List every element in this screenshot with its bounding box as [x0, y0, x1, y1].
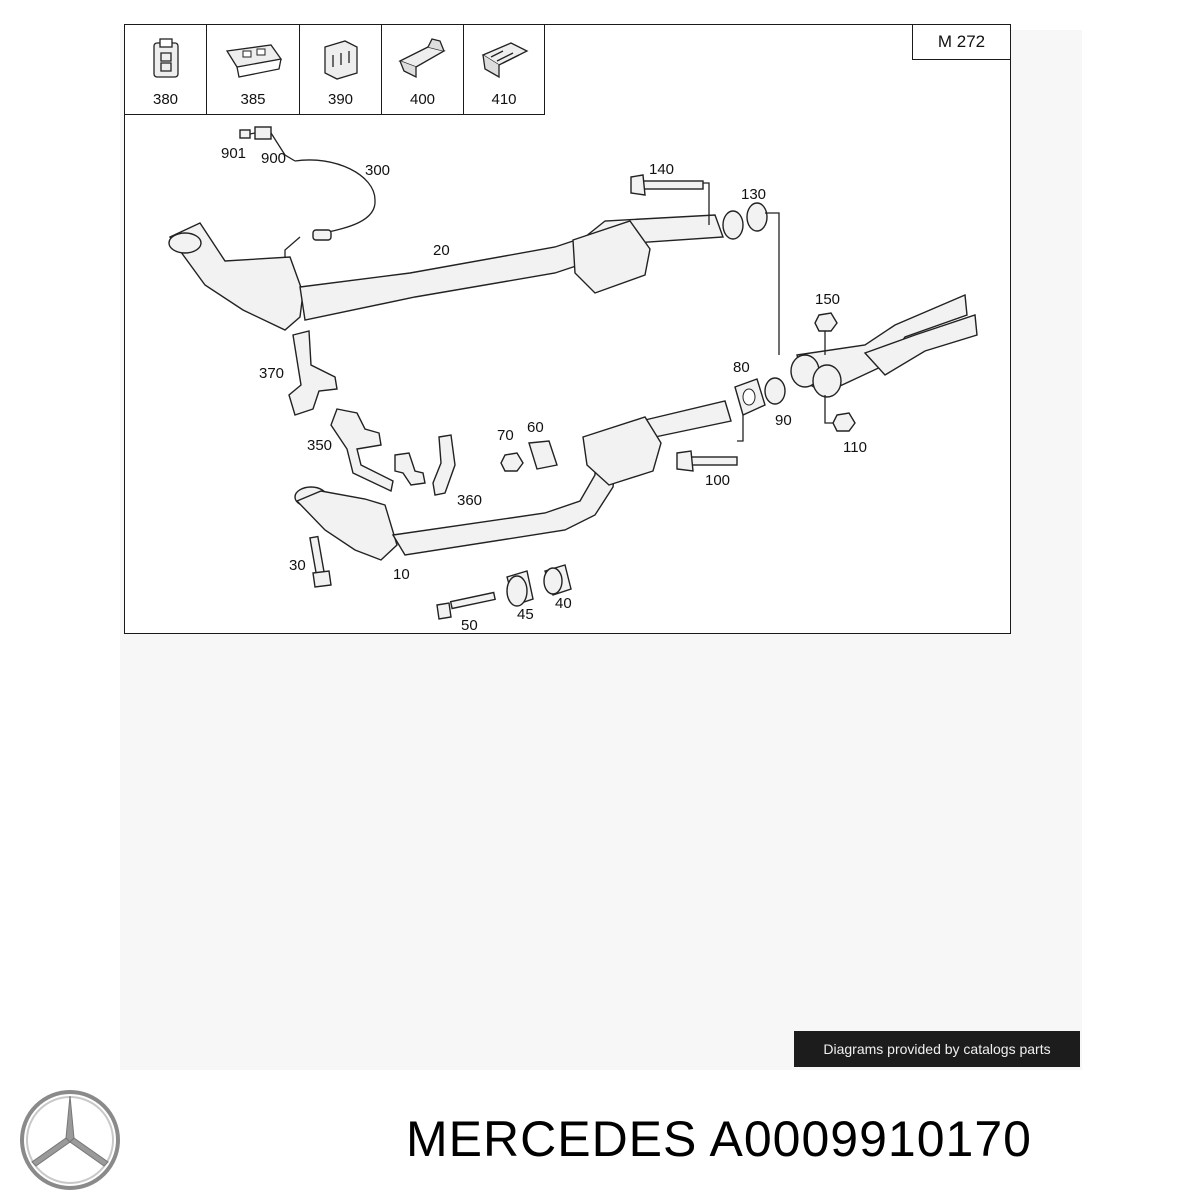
nut-150[interactable]	[814, 312, 838, 355]
thumbnail-380[interactable]: 380	[125, 25, 207, 114]
bolt-140[interactable]	[630, 174, 710, 225]
gasket-80[interactable]	[734, 378, 766, 442]
callout-60: 60	[527, 419, 544, 436]
rubber-mount-40[interactable]	[543, 564, 572, 596]
credit-banner: Diagrams provided by catalogs parts	[794, 1031, 1080, 1067]
bracket-plate-icon	[225, 44, 283, 78]
callout-45: 45	[517, 606, 534, 623]
bolt-30[interactable]	[309, 535, 332, 588]
parts-diagram: 380 385 390 400	[124, 24, 1011, 634]
rubber-mount-icon	[152, 38, 179, 78]
bracket-360[interactable]	[432, 434, 456, 496]
callout-370: 370	[259, 365, 284, 382]
ring-90[interactable]	[764, 377, 786, 405]
thumbnail-385[interactable]: 385	[207, 25, 300, 114]
callout-900: 900	[261, 150, 286, 167]
thumbnail-strip: 380 385 390 400	[125, 25, 545, 115]
callout-50: 50	[461, 617, 478, 634]
thumbnail-number: 390	[327, 91, 354, 108]
callout-20: 20	[433, 242, 450, 259]
callout-360: 360	[457, 492, 482, 509]
nut-70[interactable]	[500, 452, 524, 472]
callout-80: 80	[733, 359, 750, 376]
mercedes-star-icon	[20, 1090, 120, 1190]
thumbnail-number: 380	[152, 91, 179, 108]
thumbnail-number: 400	[409, 91, 436, 108]
holder-bracket-icon	[397, 38, 446, 79]
callout-100: 100	[705, 472, 730, 489]
callout-150: 150	[815, 291, 840, 308]
rubber-mount-45[interactable]	[506, 570, 534, 607]
thumbnail-number: 385	[240, 91, 266, 108]
thumbnail-number: 410	[491, 91, 517, 108]
nut-110[interactable]	[824, 395, 856, 432]
callout-350: 350	[307, 437, 332, 454]
engine-model-label: M 272	[912, 25, 1010, 60]
thumbnail-410[interactable]: 410	[464, 25, 544, 114]
mount-bracket-icon	[481, 42, 529, 79]
callout-140: 140	[649, 161, 674, 178]
clip-bracket-icon	[323, 40, 358, 80]
thumbnail-390[interactable]: 390	[300, 25, 382, 114]
gasket-130[interactable]	[722, 202, 780, 355]
callout-300: 300	[365, 162, 390, 179]
y-pipe-connection[interactable]	[790, 293, 978, 398]
bracket-370[interactable]	[288, 330, 338, 416]
callout-90: 90	[775, 412, 792, 429]
callout-70: 70	[497, 427, 514, 444]
callout-30: 30	[289, 557, 306, 574]
connector-900-901[interactable]	[239, 129, 256, 139]
clamp-60[interactable]	[528, 440, 558, 470]
bracket-350[interactable]	[330, 408, 426, 493]
exhaust-diagram: 901 900 300 140 130 20 150 370 80 90 110…	[168, 126, 978, 634]
callout-10: 10	[393, 566, 410, 583]
thumbnail-400[interactable]: 400	[382, 25, 464, 114]
exhaust-pipe-10[interactable]	[294, 400, 732, 561]
callout-130: 130	[741, 186, 766, 203]
brand-part-number: MERCEDES A0009910170	[406, 1111, 1032, 1167]
oxygen-sensor-300[interactable]	[254, 126, 376, 270]
callout-901: 901	[221, 145, 246, 162]
callout-40: 40	[555, 595, 572, 612]
bolt-50[interactable]	[436, 591, 496, 620]
callout-110: 110	[843, 439, 867, 456]
exhaust-pipe-20[interactable]	[168, 214, 724, 331]
bolt-100[interactable]	[676, 450, 738, 472]
